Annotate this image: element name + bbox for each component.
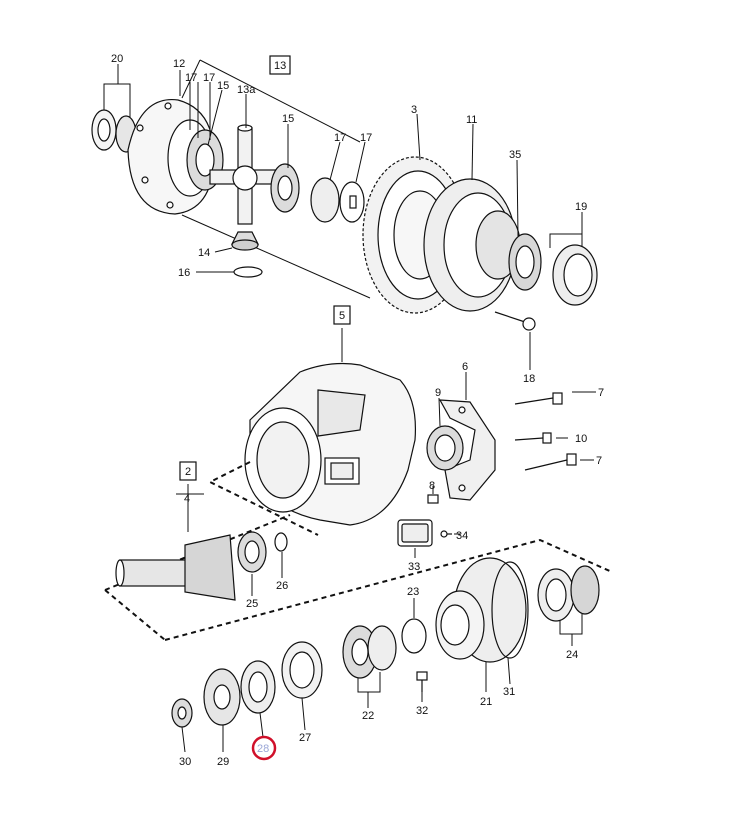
part-23-seal[interactable] <box>401 618 427 654</box>
label-29[interactable]: 29 <box>217 756 229 768</box>
label-17-b[interactable]: 17 <box>203 72 215 84</box>
label-17-a[interactable]: 17 <box>185 72 197 84</box>
part-17-thrust-washers[interactable] <box>310 177 365 223</box>
label-16[interactable]: 16 <box>178 267 190 279</box>
part-24-bearing-set[interactable] <box>537 565 600 622</box>
label-19[interactable]: 19 <box>575 201 587 213</box>
part-18-bolt[interactable] <box>494 311 536 331</box>
part-19-bearing-race[interactable] <box>552 244 598 306</box>
part-26-snap-ring[interactable] <box>274 532 288 552</box>
label-35[interactable]: 35 <box>509 149 521 161</box>
label-13a[interactable]: 13a <box>237 84 256 96</box>
label-9[interactable]: 9 <box>435 387 441 399</box>
label-28[interactable]: 28 <box>257 743 269 755</box>
part-13a-spider-cross[interactable] <box>209 124 281 225</box>
hub-dashed-outline <box>164 538 613 641</box>
pinion-assembly <box>104 514 291 641</box>
label-13[interactable]: 13 <box>274 60 286 72</box>
label-11[interactable]: 11 <box>466 114 477 126</box>
label-17-d[interactable]: 17 <box>360 132 372 144</box>
part-31-hub-ring[interactable] <box>491 561 529 659</box>
part-5-axle-housing[interactable] <box>244 362 417 526</box>
label-4[interactable]: 4 <box>184 493 190 505</box>
label-23[interactable]: 23 <box>407 586 419 598</box>
label-17-c[interactable]: 17 <box>334 132 346 144</box>
label-32[interactable]: 32 <box>416 705 428 717</box>
label-5[interactable]: 5 <box>339 310 345 322</box>
part-35-bearing[interactable] <box>508 233 542 291</box>
part-29-companion-flange[interactable] <box>203 668 241 726</box>
label-21[interactable]: 21 <box>480 696 492 708</box>
label-10[interactable]: 10 <box>575 433 587 445</box>
part-27-seal-ring[interactable] <box>281 641 323 699</box>
part-22-bearing-pair[interactable] <box>342 625 397 679</box>
label-34[interactable]: 34 <box>456 530 468 542</box>
part-10-bolt[interactable] <box>514 432 552 444</box>
label-12[interactable]: 12 <box>173 58 185 70</box>
axle-housing-assembly <box>207 362 577 547</box>
label-27[interactable]: 27 <box>299 732 311 744</box>
group-13-outline <box>181 59 371 299</box>
label-2[interactable]: 2 <box>185 466 191 478</box>
part-14-pinion-gear[interactable] <box>231 231 259 251</box>
label-7-upper[interactable]: 7 <box>598 387 604 399</box>
label-13-box <box>269 55 291 75</box>
leader-lines <box>103 64 596 753</box>
label-30[interactable]: 30 <box>179 756 191 768</box>
part-25-bearing[interactable] <box>237 531 267 573</box>
part-34-screw[interactable] <box>440 530 452 538</box>
label-22[interactable]: 22 <box>362 710 374 722</box>
label-18[interactable]: 18 <box>523 373 535 385</box>
label-7-lower[interactable]: 7 <box>596 455 602 467</box>
label-6[interactable]: 6 <box>462 361 468 373</box>
label-8[interactable]: 8 <box>429 480 435 492</box>
highlight-ring-28 <box>251 735 277 761</box>
part-7-bolt-lower[interactable] <box>524 453 577 471</box>
label-24[interactable]: 24 <box>566 649 578 661</box>
part-16-washer[interactable] <box>233 266 263 278</box>
label-5-box <box>333 305 351 325</box>
differential-assembly <box>91 59 598 331</box>
part-15-side-gear-right[interactable] <box>270 163 300 213</box>
label-31[interactable]: 31 <box>503 686 515 698</box>
label-2-box <box>179 461 197 481</box>
hub-assembly <box>164 538 613 728</box>
part-32-bolt[interactable] <box>416 671 428 692</box>
label-20[interactable]: 20 <box>111 53 123 65</box>
label-14[interactable]: 14 <box>198 247 210 259</box>
label-33[interactable]: 33 <box>408 561 420 573</box>
part-6-bearing-cap[interactable] <box>438 399 496 501</box>
part-7-bolt-upper[interactable] <box>514 392 563 405</box>
part-labels: 20 12 17 17 15 13 13a 15 17 17 3 11 35 1… <box>111 53 604 768</box>
part-21-hub[interactable] <box>435 557 527 663</box>
part-4-drive-pinion[interactable] <box>115 534 236 601</box>
label-25[interactable]: 25 <box>246 598 258 610</box>
part-8-lock-pin[interactable] <box>427 494 439 504</box>
part-33-cover-plate[interactable] <box>397 519 433 547</box>
part-9-adjusting-ring[interactable] <box>426 425 464 471</box>
label-26[interactable]: 26 <box>276 580 288 592</box>
part-30-nut[interactable] <box>171 698 193 728</box>
part-11-carrier-housing[interactable] <box>423 178 521 312</box>
part-28-dust-cover[interactable] <box>240 660 276 714</box>
label-15-a[interactable]: 15 <box>217 80 229 92</box>
label-15-b[interactable]: 15 <box>282 113 294 125</box>
label-3[interactable]: 3 <box>411 104 417 116</box>
